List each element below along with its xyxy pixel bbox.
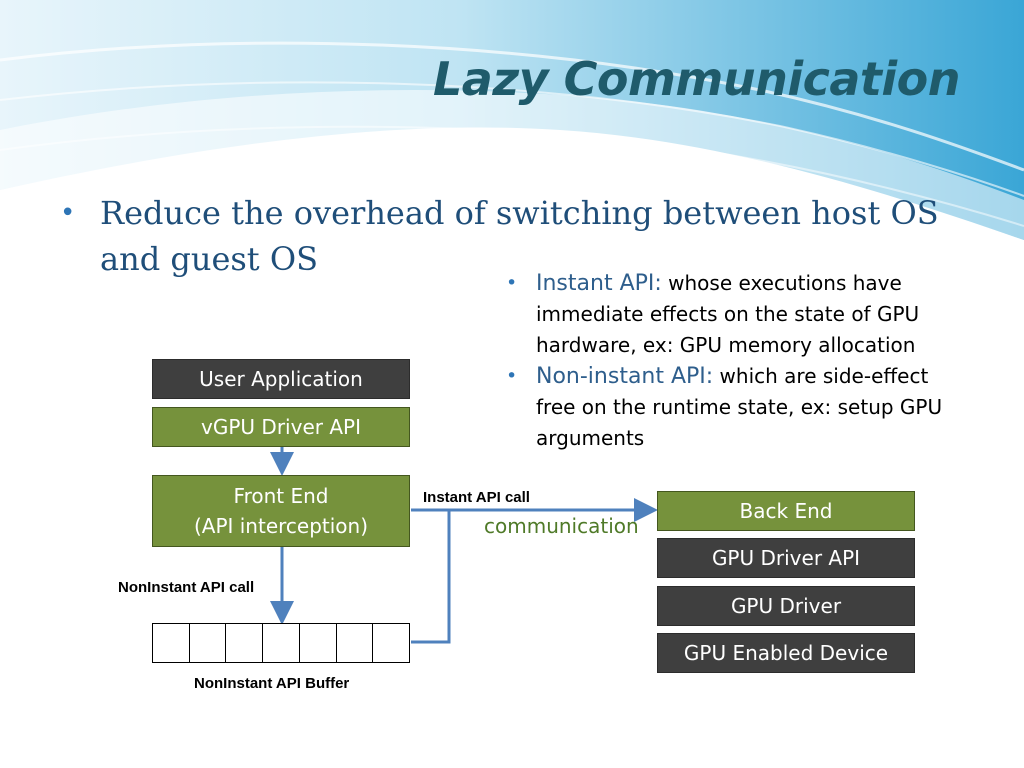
- gpu-driver-api-box: GPU Driver API: [657, 538, 915, 578]
- back-end-box: Back End: [657, 491, 915, 531]
- buffer-cell: [263, 624, 300, 662]
- bullet-dot-icon: •: [60, 198, 76, 228]
- user-application-box: User Application: [152, 359, 410, 399]
- slide-title: Lazy Communication: [432, 52, 961, 106]
- front-end-box: Front End (API interception): [152, 475, 410, 547]
- bullet-dot-icon: •: [506, 365, 518, 387]
- vgpu-driver-api-box: vGPU Driver API: [152, 407, 410, 447]
- gpu-driver-box: GPU Driver: [657, 586, 915, 626]
- buffer-cell: [337, 624, 374, 662]
- bullet-dot-icon: •: [506, 272, 518, 294]
- buffer-cell: [190, 624, 227, 662]
- buffer-cell: [226, 624, 264, 662]
- sub-bullet-label: Instant API:: [536, 271, 662, 296]
- noninstant-api-buffer-label: NonInstant API Buffer: [194, 675, 350, 692]
- sub-bullet-text: which are side-effect free on the runtim…: [536, 364, 943, 450]
- buffer-cell: [300, 624, 337, 662]
- front-end-sublabel: (API interception): [193, 514, 369, 538]
- communication-label: communication: [484, 514, 639, 538]
- sub-bullet-list: • Instant API: whose executions have imm…: [504, 268, 964, 454]
- gpu-enabled-device-box: GPU Enabled Device: [657, 633, 915, 673]
- buffer-cell: [373, 624, 409, 662]
- sub-bullet-label: Non-instant API:: [536, 364, 714, 389]
- noninstant-api-call-label: NonInstant API call: [118, 579, 255, 596]
- instant-api-call-label: Instant API call: [423, 489, 530, 506]
- sub-bullet-instant: • Instant API: whose executions have imm…: [504, 268, 964, 361]
- buffer-cell: [153, 624, 190, 662]
- sub-bullet-text: whose executions have immediate effects …: [536, 271, 920, 357]
- noninstant-api-buffer: [152, 623, 410, 663]
- front-end-label: Front End: [233, 484, 329, 508]
- sub-bullet-noninstant: • Non-instant API: which are side-effect…: [504, 361, 964, 454]
- main-bullet-text: Reduce the overhead of switching between…: [100, 194, 939, 278]
